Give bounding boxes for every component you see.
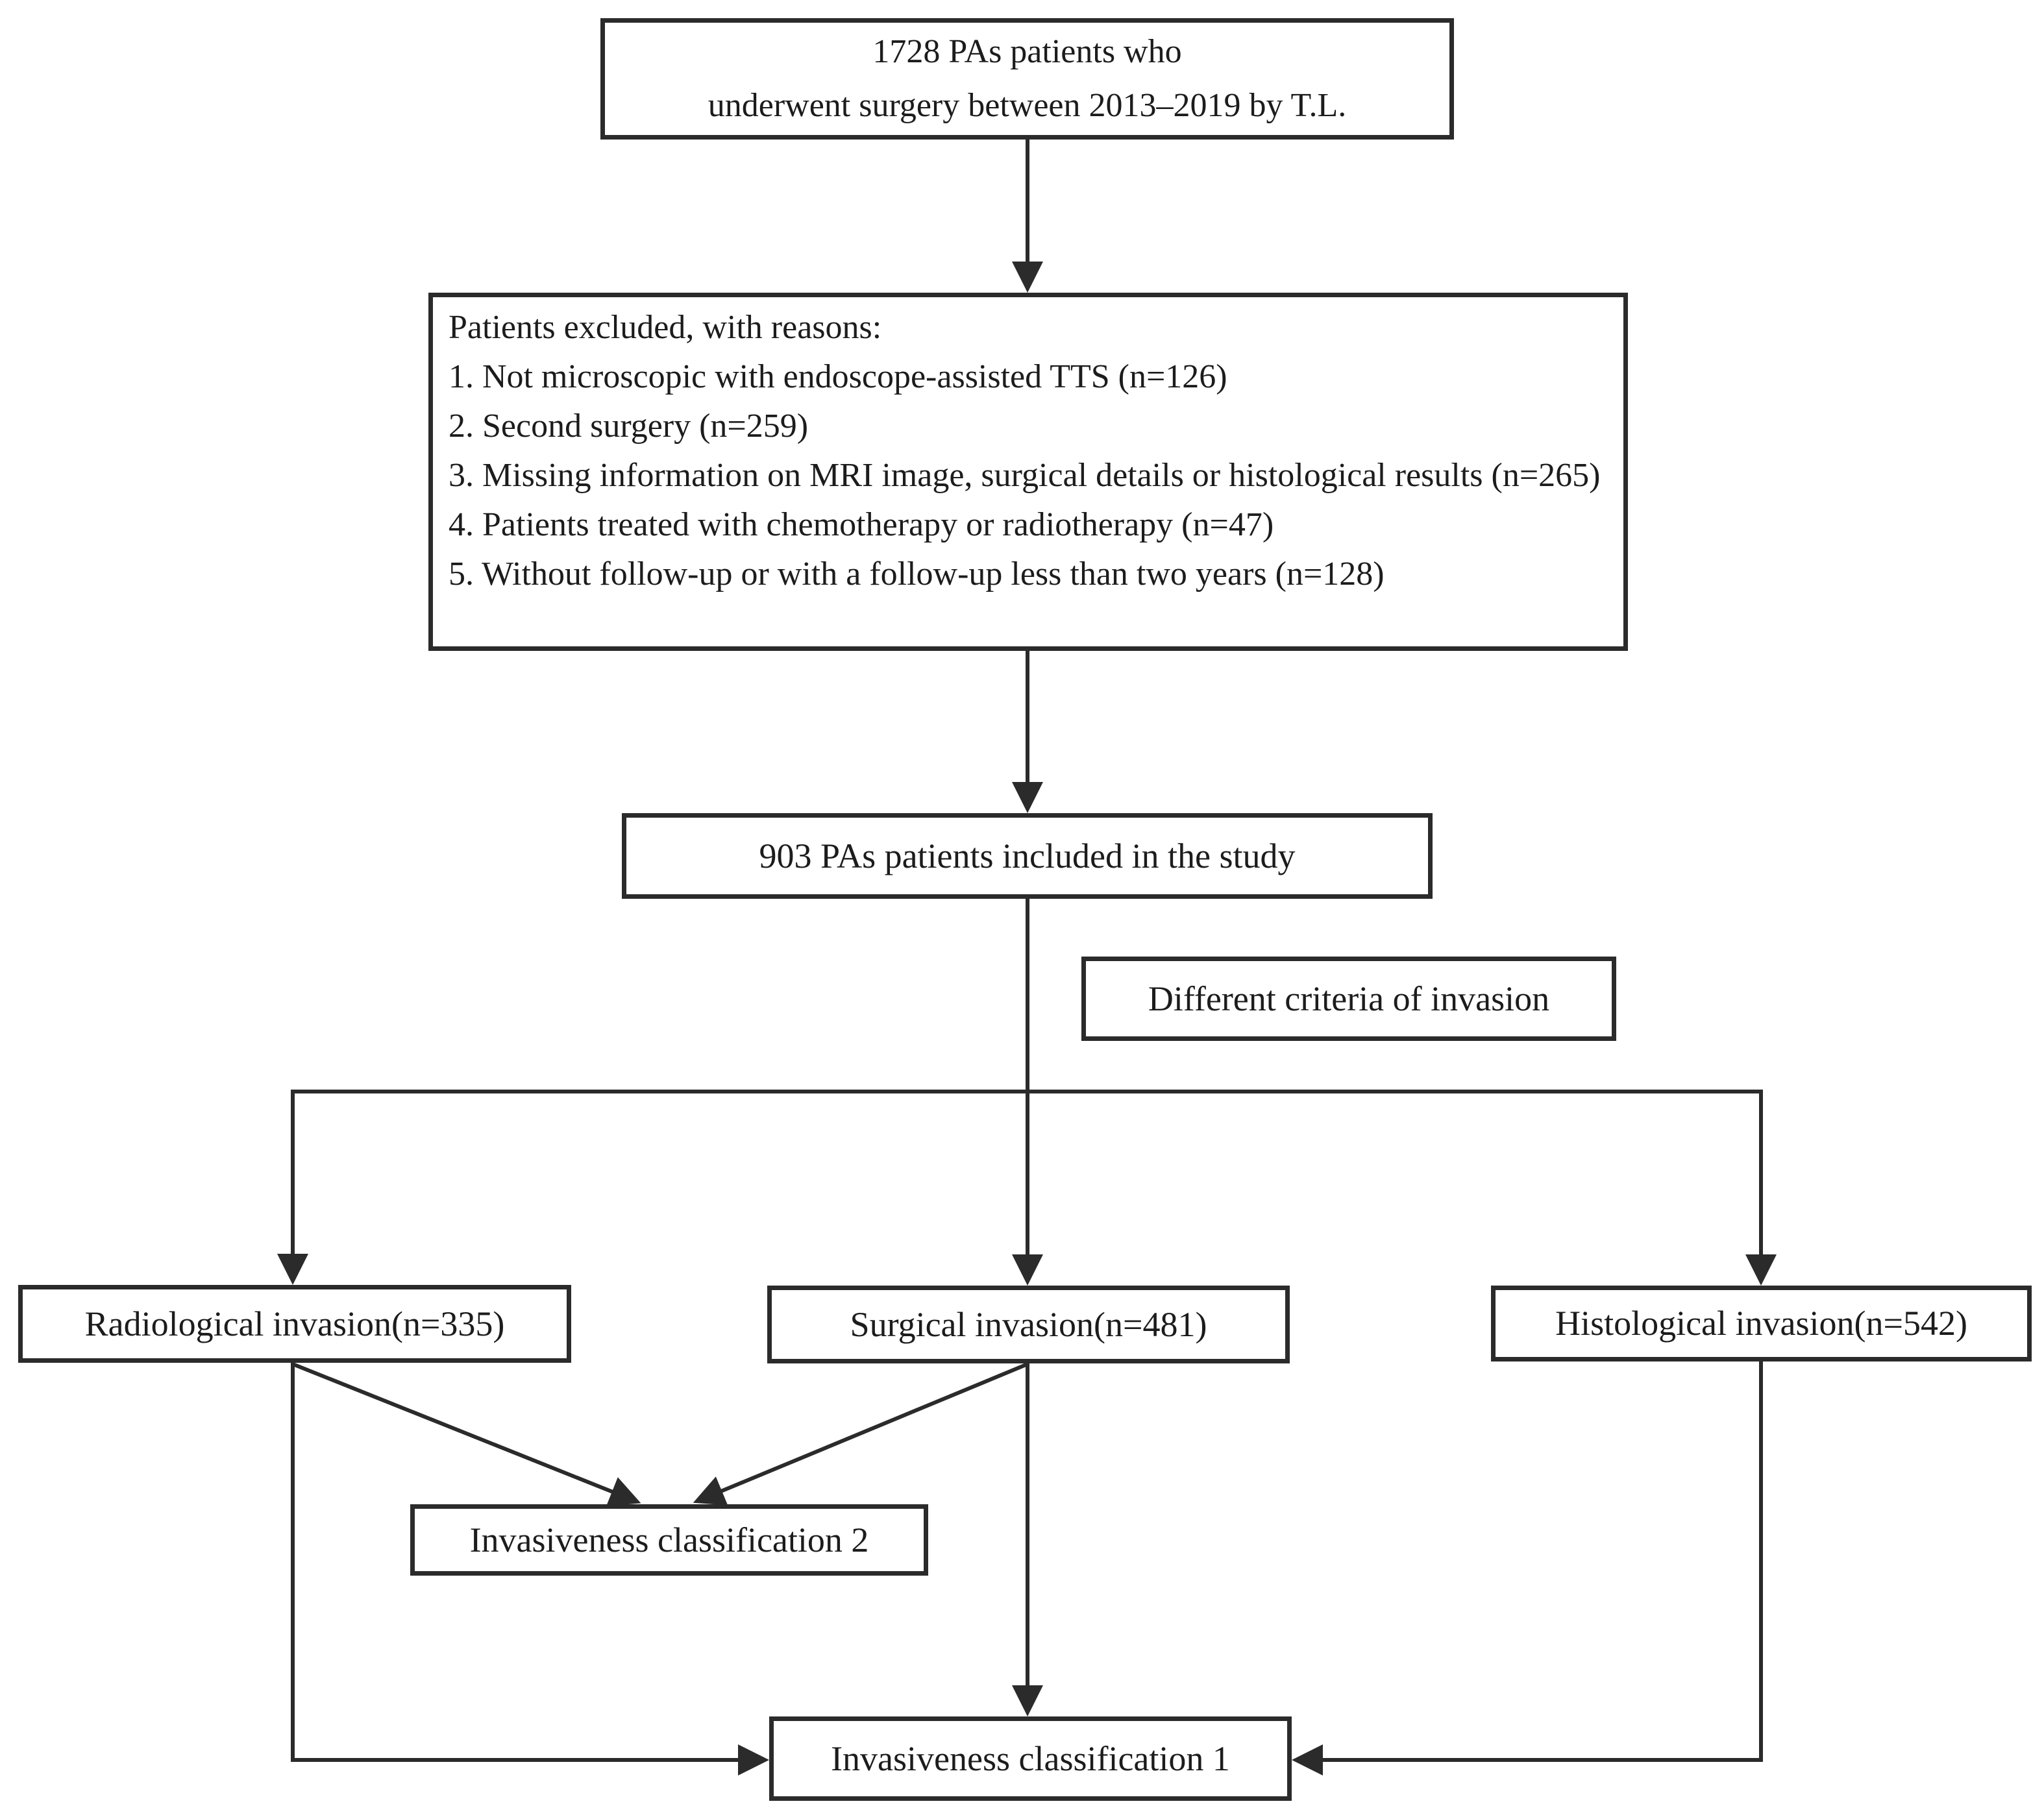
included-patients-label: 903 PAs patients included in the study — [759, 836, 1296, 875]
excluded-reason-4: 4. Patients treated with chemotherapy or… — [449, 506, 1274, 543]
node-histological-invasion: Histological invasion(n=542) — [1491, 1286, 2032, 1361]
radiological-invasion-label: Radiological invasion(n=335) — [84, 1304, 505, 1343]
node-radiological-invasion: Radiological invasion(n=335) — [18, 1285, 571, 1363]
invasiveness-classification-1-label: Invasiveness classification 1 — [831, 1739, 1230, 1778]
invasiveness-classification-2-label: Invasiveness classification 2 — [469, 1520, 869, 1559]
node-criteria-of-invasion: Different criteria of invasion — [1081, 957, 1616, 1041]
excluded-reason-2: 2. Second surgery (n=259) — [449, 408, 809, 445]
surgical-invasion-label: Surgical invasion(n=481) — [850, 1304, 1207, 1344]
node-included-patients: 903 PAs patients included in the study — [622, 813, 1433, 899]
initial-cohort-label-line1: 1728 PAs patients who — [872, 33, 1182, 71]
excluded-reason-5: 5. Without follow-up or with a follow-up… — [449, 555, 1385, 592]
initial-cohort-label-line2: underwent surgery between 2013–2019 by T… — [708, 86, 1347, 124]
node-initial-cohort: 1728 PAs patients who underwent surgery … — [600, 18, 1454, 140]
arrow-surgical-to-cls2 — [693, 1362, 1029, 1506]
arrow-radiological-to-cls2 — [291, 1362, 641, 1506]
excluded-reason-1: 1. Not microscopic with endoscope-assist… — [449, 358, 1227, 395]
criteria-label: Different criteria of invasion — [1148, 979, 1550, 1018]
node-invasiveness-classification-1: Invasiveness classification 1 — [769, 1716, 1292, 1801]
excluded-heading: Patients excluded, with reasons: — [449, 309, 882, 346]
histological-invasion-label: Histological invasion(n=542) — [1555, 1304, 1967, 1343]
node-invasiveness-classification-2: Invasiveness classification 2 — [410, 1504, 928, 1576]
node-surgical-invasion: Surgical invasion(n=481) — [767, 1286, 1290, 1363]
node-excluded-patients: Patients excluded, with reasons: 1. Not … — [428, 293, 1628, 651]
excluded-reason-3: 3. Missing information on MRI image, sur… — [449, 457, 1601, 494]
